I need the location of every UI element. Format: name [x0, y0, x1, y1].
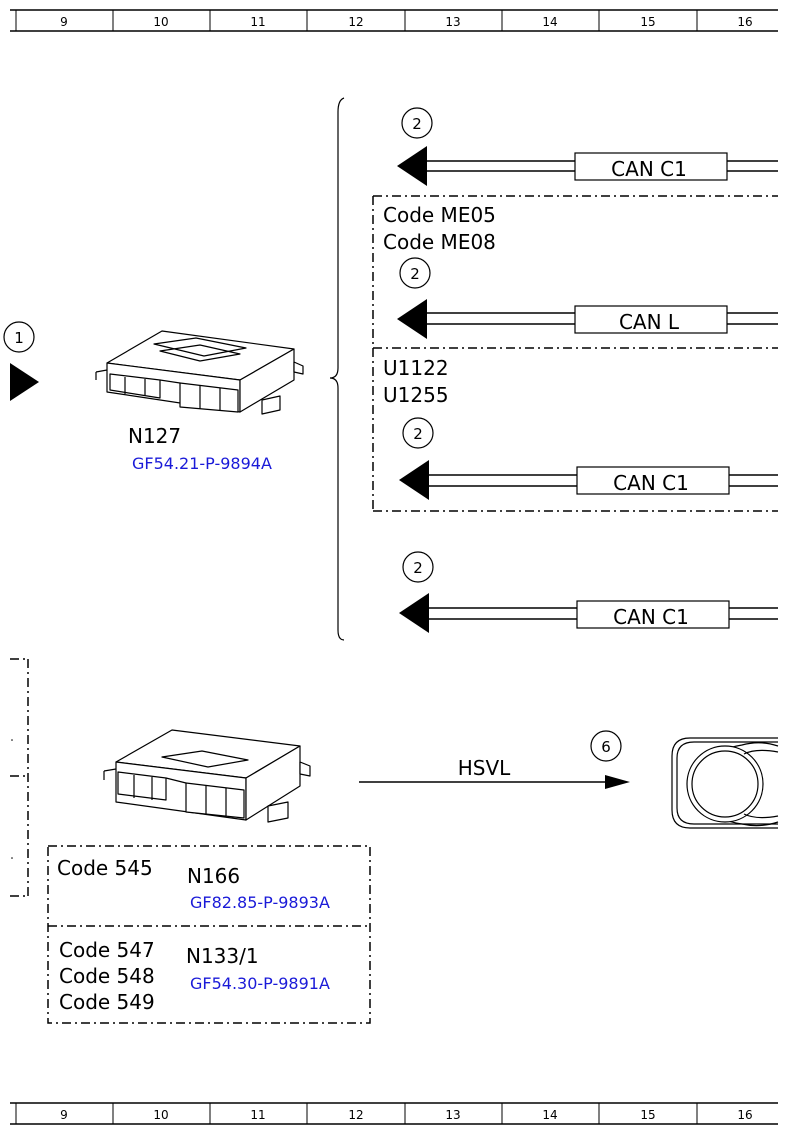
connector-label: 2 [413, 425, 423, 443]
ruler-bottom-col: 13 [445, 1108, 460, 1122]
module-n166-doc-link[interactable]: GF82.85-P-9893A [190, 893, 330, 912]
ruler-top-col: 14 [542, 15, 557, 29]
ruler-bottom-col: 16 [737, 1108, 752, 1122]
bus-label: CAN C1 [613, 471, 689, 495]
arrow-right-icon [605, 775, 630, 789]
variant-code: Code 547 [59, 938, 155, 962]
ruler-bottom-col: 11 [250, 1108, 265, 1122]
ruler-bottom: 9 10 11 12 13 14 15 16 [10, 1102, 778, 1125]
module-n127-doc-link[interactable]: GF54.21-P-9894A [132, 454, 272, 473]
variant-code: Code ME08 [383, 230, 496, 254]
left-dashed-fragment [10, 658, 29, 897]
hsvl-signal: HSVL 6 [359, 730, 630, 789]
bus-label: CAN C1 [611, 157, 687, 181]
ruler-bottom-col: 14 [542, 1108, 557, 1122]
ecu-module-n166-n133[interactable] [103, 729, 311, 823]
ruler-bottom-col: 9 [60, 1108, 68, 1122]
bus-row-1: 2 CAN C1 [397, 107, 778, 186]
bus-label: CAN C1 [613, 605, 689, 629]
camera-sensor-icon [671, 737, 779, 829]
variant-code: Code 545 [57, 856, 153, 880]
ruler-top-col: 13 [445, 15, 460, 29]
ruler-bottom-col: 10 [153, 1108, 168, 1122]
ruler-bottom-col: 15 [640, 1108, 655, 1122]
variant-code: Code 548 [59, 964, 155, 988]
ruler-top-col: 16 [737, 15, 752, 29]
bus-row-4: 2 CAN C1 [399, 551, 778, 633]
connector-label: 2 [410, 265, 420, 283]
curly-brace [329, 97, 345, 641]
module-n133-1-doc-link[interactable]: GF54.30-P-9891A [190, 974, 330, 993]
variant-code: Code ME05 [383, 203, 496, 227]
ruler-top-col: 15 [640, 15, 655, 29]
signal-label: HSVL [458, 756, 511, 780]
arrow-left-icon [399, 593, 429, 633]
ruler-top-col: 10 [153, 15, 168, 29]
ruler-top-col: 11 [250, 15, 265, 29]
input-arrow-1: 1 [3, 321, 39, 401]
bus-row-2: Code ME05 Code ME08 2 CAN L [383, 203, 778, 339]
ecu-module-n127[interactable] [95, 330, 304, 415]
module-n166-name: N166 [187, 864, 240, 888]
ruler-top: 9 10 11 12 13 14 15 16 [10, 9, 778, 32]
module-n127-name: N127 [128, 424, 181, 448]
variant-box-bus [372, 195, 778, 512]
bus-label: CAN L [619, 310, 680, 334]
arrow-left-icon [397, 299, 427, 339]
variant-code: U1255 [383, 383, 449, 407]
ruler-bottom-col: 12 [348, 1108, 363, 1122]
variant-code: U1122 [383, 356, 449, 380]
ruler-top-col: 9 [60, 15, 68, 29]
variant-box-modules [47, 845, 371, 1024]
variant-code: Code 549 [59, 990, 155, 1014]
connector-label: 6 [601, 738, 611, 756]
ref-circle-1-label: 1 [14, 329, 24, 347]
connector-label: 2 [412, 115, 422, 133]
connector-label: 2 [413, 559, 423, 577]
triangle-arrow-icon [10, 363, 39, 401]
bus-row-3: U1122 U1255 2 CAN C1 [383, 356, 778, 500]
arrow-left-icon [399, 460, 429, 500]
arrow-left-icon [397, 146, 427, 186]
module-n133-1-name: N133/1 [186, 944, 259, 968]
ruler-top-col: 12 [348, 15, 363, 29]
